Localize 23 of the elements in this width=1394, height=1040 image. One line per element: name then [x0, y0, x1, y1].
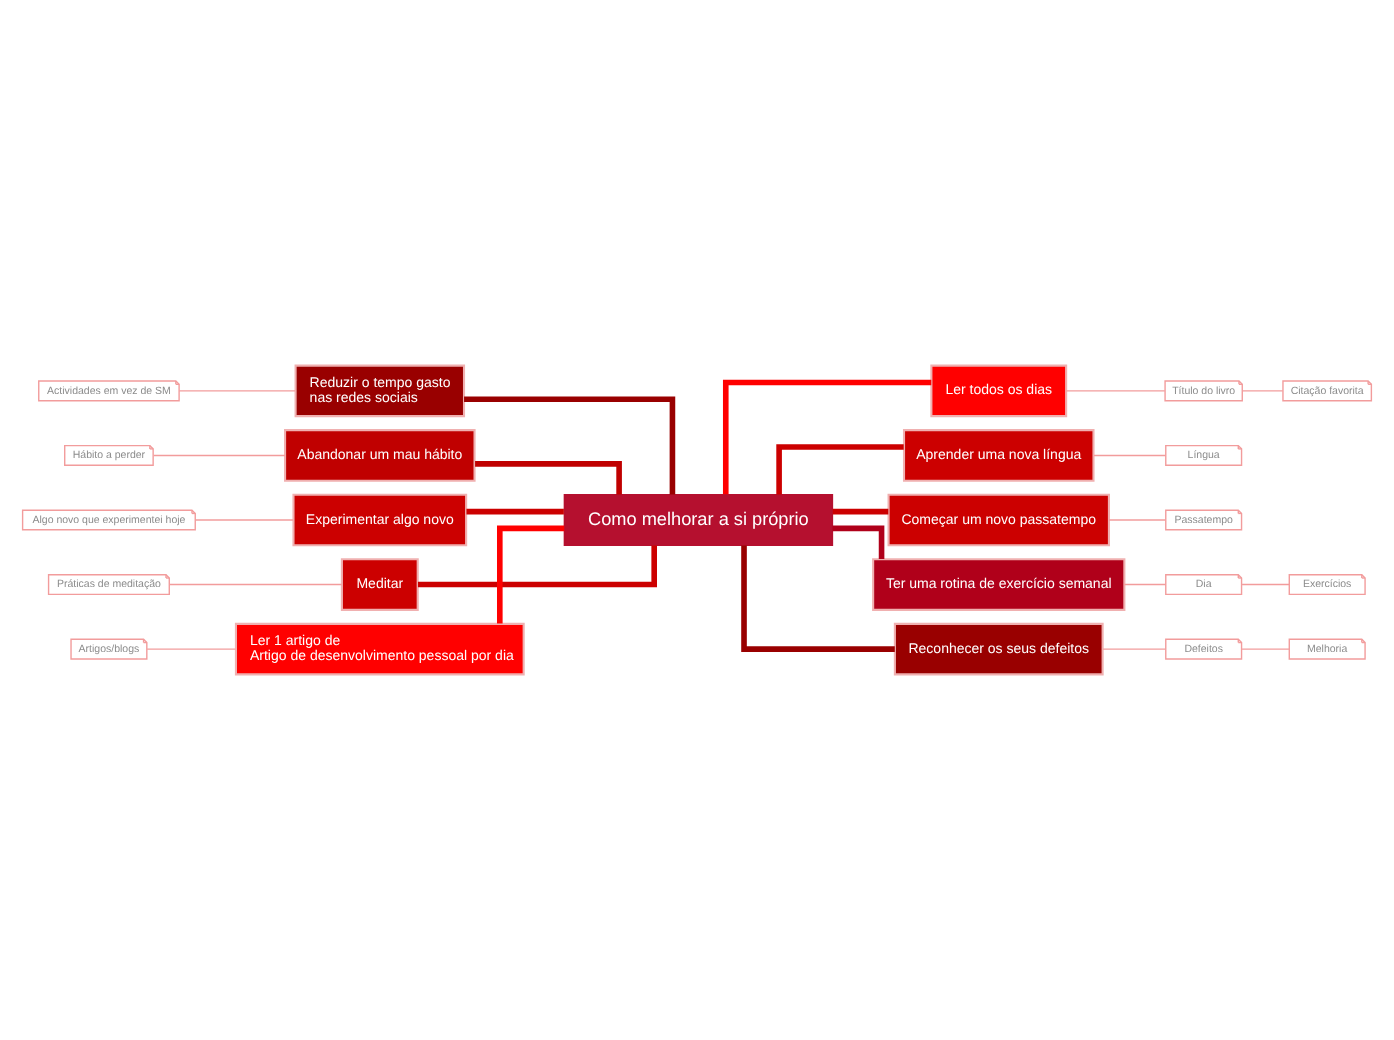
- node-box: Como melhorar a si próprio: [563, 494, 834, 546]
- connector: [1065, 390, 1166, 392]
- connector: [776, 444, 904, 495]
- connector: [1241, 583, 1290, 586]
- connector: [169, 583, 343, 586]
- connector: [1242, 390, 1284, 392]
- connector: [1241, 648, 1290, 650]
- connector: [832, 525, 885, 560]
- connector: [722, 379, 932, 495]
- connector: [466, 508, 564, 515]
- connector: [194, 519, 294, 521]
- connector: [417, 545, 657, 588]
- connector: [741, 545, 895, 652]
- connector: [1108, 519, 1167, 521]
- connector: [1102, 648, 1167, 650]
- connector: [1093, 454, 1167, 457]
- connector: [832, 508, 889, 515]
- connector: [146, 648, 237, 650]
- connector: [497, 525, 565, 624]
- connector: [464, 396, 676, 495]
- connector: [152, 454, 286, 457]
- connector: [178, 390, 296, 392]
- connector: [1123, 583, 1167, 586]
